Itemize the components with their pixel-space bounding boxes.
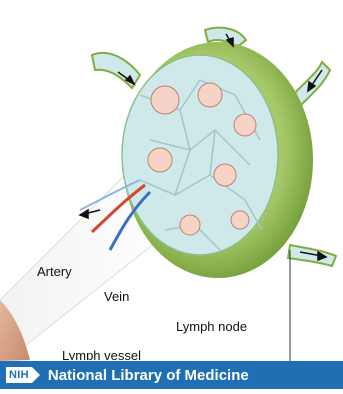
vein-label: Vein	[104, 290, 129, 303]
arrow-head	[80, 210, 88, 218]
follicle	[148, 148, 172, 172]
follicle	[180, 215, 200, 235]
nlm-title[interactable]: National Library of Medicine	[48, 367, 249, 384]
artery-label: Artery	[37, 265, 72, 278]
nlm-footer-banner[interactable]: NIH National Library of Medicine	[0, 361, 343, 389]
follicle	[198, 83, 222, 107]
lymph-node-label: Lymph node	[176, 320, 247, 333]
follicle	[231, 211, 249, 229]
follicle	[214, 164, 236, 186]
follicle	[234, 114, 256, 136]
efferent-lymph-vessel	[288, 245, 336, 266]
nih-logo-badge: NIH	[6, 367, 32, 383]
follicle	[151, 86, 179, 114]
